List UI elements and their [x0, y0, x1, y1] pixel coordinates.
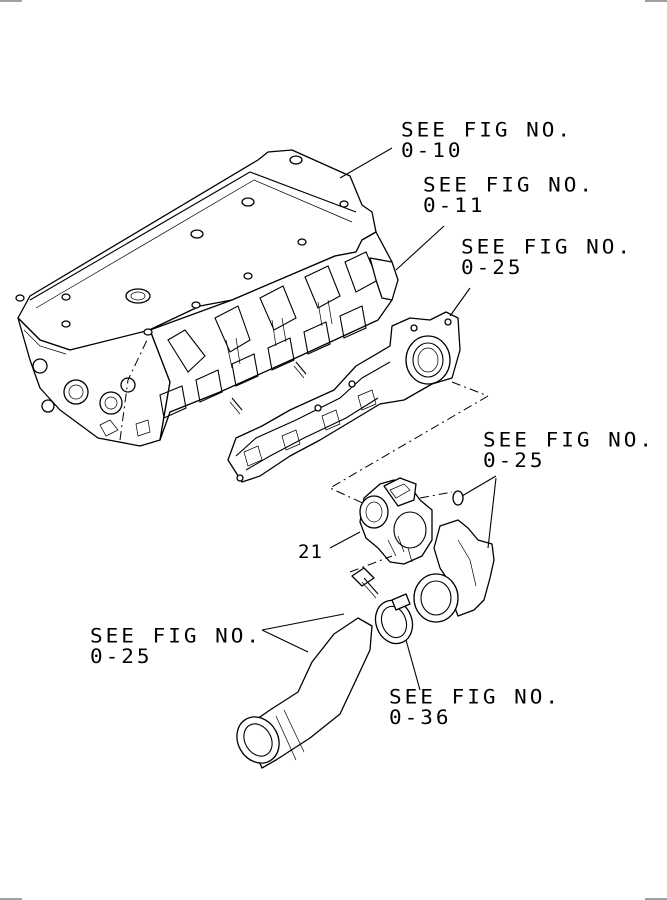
- callout-fig-0-25-hose: SEE FIG NO. 0-25: [90, 626, 262, 666]
- callout-fig-number: 0-25: [483, 449, 546, 472]
- callout-fig-number: 0-36: [389, 706, 452, 729]
- throttle-valve-assembly: [329, 477, 464, 565]
- callout-see-fig-label: SEE FIG NO.: [389, 686, 562, 709]
- intake-hose: [236, 613, 373, 769]
- callout-see-fig-label: SEE FIG NO.: [90, 625, 263, 648]
- assembly-centerline: [328, 395, 489, 511]
- bolt: [349, 555, 393, 599]
- callout-see-fig-label: SEE FIG NO.: [423, 174, 596, 197]
- callout-fig-0-25-elbow: SEE FIG NO. 0-25: [483, 430, 655, 470]
- callout-fig-number: 0-25: [90, 645, 153, 668]
- callout-see-fig-label: SEE FIG NO.: [461, 236, 634, 259]
- part-ref-21: 21: [298, 541, 323, 563]
- callout-fig-0-10: SEE FIG NO. 0-10: [401, 120, 573, 160]
- studs: [229, 361, 307, 415]
- outlet-elbow: [413, 475, 497, 623]
- callout-fig-number: 0-10: [401, 139, 464, 162]
- intake-manifold: [227, 225, 489, 483]
- callout-see-fig-label: SEE FIG NO.: [483, 429, 656, 452]
- callout-fig-0-11: SEE FIG NO. 0-11: [423, 175, 595, 215]
- hose-clamp: [374, 593, 421, 691]
- callout-fig-0-25-manifold: SEE FIG NO. 0-25: [461, 237, 633, 277]
- callout-fig-number: 0-25: [461, 256, 524, 279]
- callout-see-fig-label: SEE FIG NO.: [401, 119, 574, 142]
- callout-fig-0-36: SEE FIG NO. 0-36: [389, 687, 561, 727]
- cylinder-head: [15, 147, 399, 447]
- callout-fig-number: 0-11: [423, 194, 486, 217]
